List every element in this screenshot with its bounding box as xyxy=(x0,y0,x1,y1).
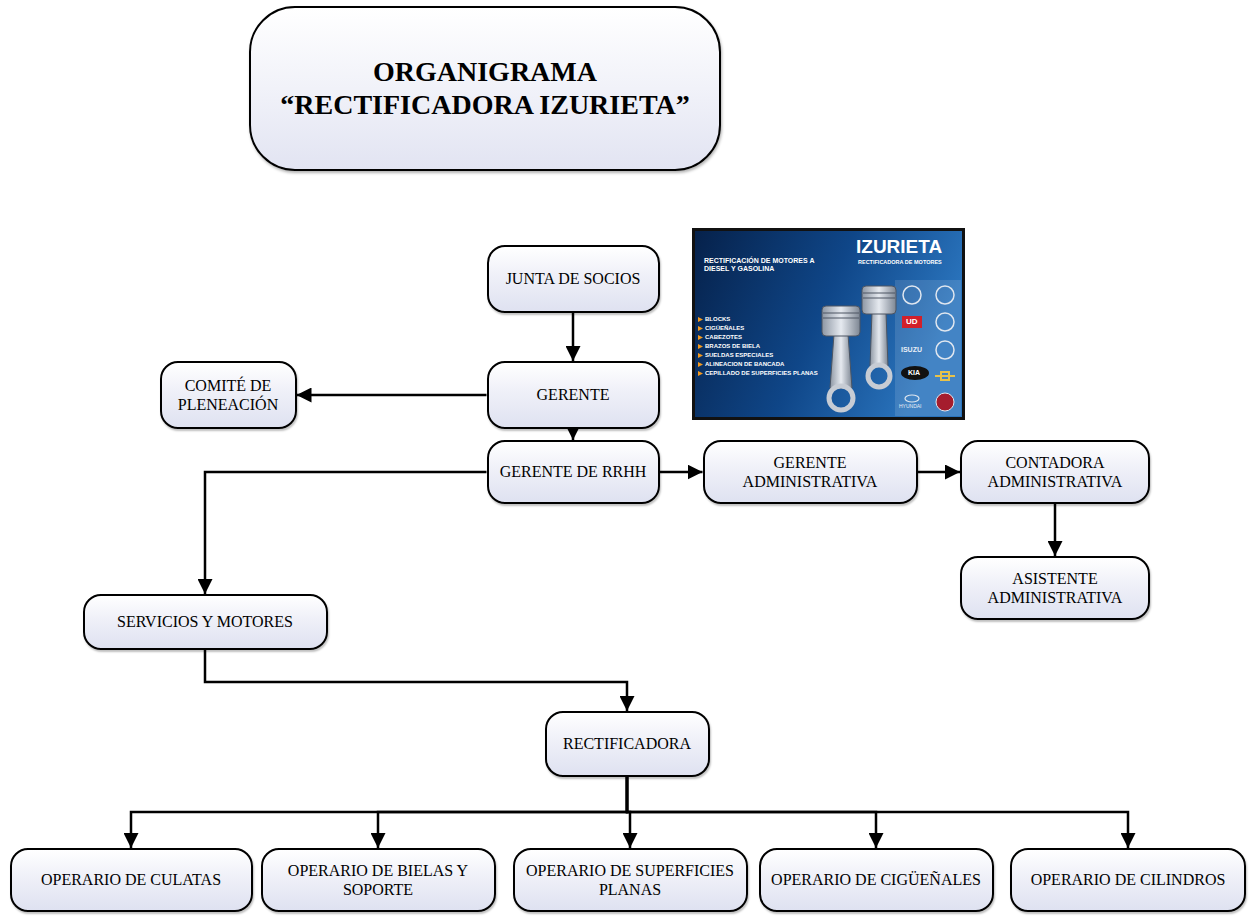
brand-logo xyxy=(902,316,922,328)
org-box: OPERARIO DE CILINDROS xyxy=(1010,848,1246,912)
org-box: CONTADORA ADMINISTRATIVA xyxy=(960,440,1150,504)
box-label: COMITÉ DE PLENEACIÓN xyxy=(172,376,285,414)
banner-text: ALINEACION DE BANCADA xyxy=(705,361,784,368)
piston-ring xyxy=(863,293,895,294)
banner-text: BLOCKS xyxy=(705,316,730,323)
piston-ring xyxy=(863,298,895,299)
box-label: ASISTENTE ADMINISTRATIVA xyxy=(972,569,1138,607)
bullet-arrow xyxy=(698,326,703,331)
org-box: OPERARIO DE SUPERFICIES PLANAS xyxy=(513,848,748,912)
banner-text: CEPILLADO DE SUPERFICIES PLANAS xyxy=(705,370,818,377)
connector-arrow xyxy=(918,471,961,474)
org-box: SERVICIOS Y MOTORES xyxy=(83,594,328,650)
connector-arrow xyxy=(378,777,627,848)
connector-arrow xyxy=(205,472,487,594)
box-label: OPERARIO DE CULATAS xyxy=(22,870,241,889)
piston-illustration xyxy=(822,286,896,410)
banner-text: CIGÜEÑALES xyxy=(705,325,744,332)
rod-big-end xyxy=(868,365,890,387)
connector-arrow xyxy=(572,313,575,361)
box-label: OPERARIO DE CILINDROS xyxy=(1022,870,1234,889)
banner-text: HYUNDAI xyxy=(899,404,922,410)
box-label: OPERARIO DE BIELAS Y SOPORTE xyxy=(273,861,484,899)
org-box: GERENTE ADMINISTRATIVA xyxy=(703,440,918,504)
banner-text: RECTIFICADORA DE MOTORES xyxy=(858,259,942,265)
bullet-arrow xyxy=(698,362,703,367)
brand-logo xyxy=(936,313,954,331)
org-box: GERENTE xyxy=(487,361,660,429)
banner-text: BRAZOS DE BIELA xyxy=(705,343,760,350)
box-label: CONTADORA ADMINISTRATIVA xyxy=(972,453,1138,491)
connector-arrow xyxy=(572,429,575,440)
box-label: GERENTE DE RRHH xyxy=(499,462,648,481)
brand-logo xyxy=(936,286,954,304)
banner-ground xyxy=(694,230,964,419)
bullet-arrow xyxy=(698,344,703,349)
bullet-arrow xyxy=(698,371,703,376)
org-box: OPERARIO DE BIELAS Y SOPORTE xyxy=(261,848,496,912)
brand-logo xyxy=(905,395,919,402)
connector-arrow xyxy=(205,650,627,711)
org-box: ASISTENTE ADMINISTRATIVA xyxy=(960,556,1150,620)
banner-text: SUELDAS ESPECIALES xyxy=(705,352,773,359)
bullet-arrow xyxy=(698,353,703,358)
brand-logo xyxy=(901,366,929,380)
title-text: ORGANIGRAMA “RECTIFICADORA IZURIETA” xyxy=(279,56,691,120)
org-box: COMITÉ DE PLENEACIÓN xyxy=(160,361,297,429)
piston-ring xyxy=(823,313,859,314)
title-box: ORGANIGRAMA “RECTIFICADORA IZURIETA” xyxy=(249,6,721,171)
banner-text: IZURIETA xyxy=(856,236,942,258)
connector-arrow xyxy=(131,777,627,848)
org-box: OPERARIO DE CULATAS xyxy=(10,848,253,912)
piston-ring xyxy=(823,318,859,319)
connector-arrow xyxy=(660,471,703,474)
connecting-rod xyxy=(830,334,852,388)
brand-logo xyxy=(903,286,921,304)
box-label: GERENTE ADMINISTRATIVA xyxy=(715,453,906,491)
connector-arrow xyxy=(297,394,487,397)
banner-text: UD xyxy=(906,317,918,326)
org-box: RECTIFICADORA xyxy=(545,711,710,777)
bullet-arrows xyxy=(698,317,703,376)
piston-crown xyxy=(862,286,896,314)
banner-text: ISUZU xyxy=(901,346,922,354)
logo-panel xyxy=(895,280,961,416)
org-box: OPERARIO DE CIGÜEÑALES xyxy=(759,848,994,912)
brand-logos xyxy=(901,286,955,411)
org-box: GERENTE DE RRHH xyxy=(487,440,660,504)
bullet-arrow xyxy=(698,335,703,340)
org-box: JUNTA DE SOCIOS xyxy=(487,245,660,313)
box-label: GERENTE xyxy=(499,385,648,404)
box-label: OPERARIO DE SUPERFICIES PLANAS xyxy=(525,861,736,899)
box-label: JUNTA DE SOCIOS xyxy=(499,269,648,288)
box-label: SERVICIOS Y MOTORES xyxy=(95,612,316,631)
banner-text: RECTIFICACIÓN DE MOTORES A DIESEL Y GASO… xyxy=(704,257,832,273)
connector-arrow xyxy=(627,777,1128,848)
connecting-rod xyxy=(870,312,888,366)
connector-arrow xyxy=(1054,504,1057,556)
banner-text: CABEZOTES xyxy=(705,334,742,341)
rod-big-end xyxy=(829,386,853,410)
banner-text: KIA xyxy=(908,369,920,377)
brand-logo xyxy=(936,341,954,359)
brand-logo xyxy=(935,372,955,380)
brand-logo xyxy=(936,393,954,411)
bullet-arrow xyxy=(698,317,703,322)
box-label: RECTIFICADORA xyxy=(557,734,698,753)
box-label: OPERARIO DE CIGÜEÑALES xyxy=(771,870,982,889)
piston-crown xyxy=(822,306,860,336)
